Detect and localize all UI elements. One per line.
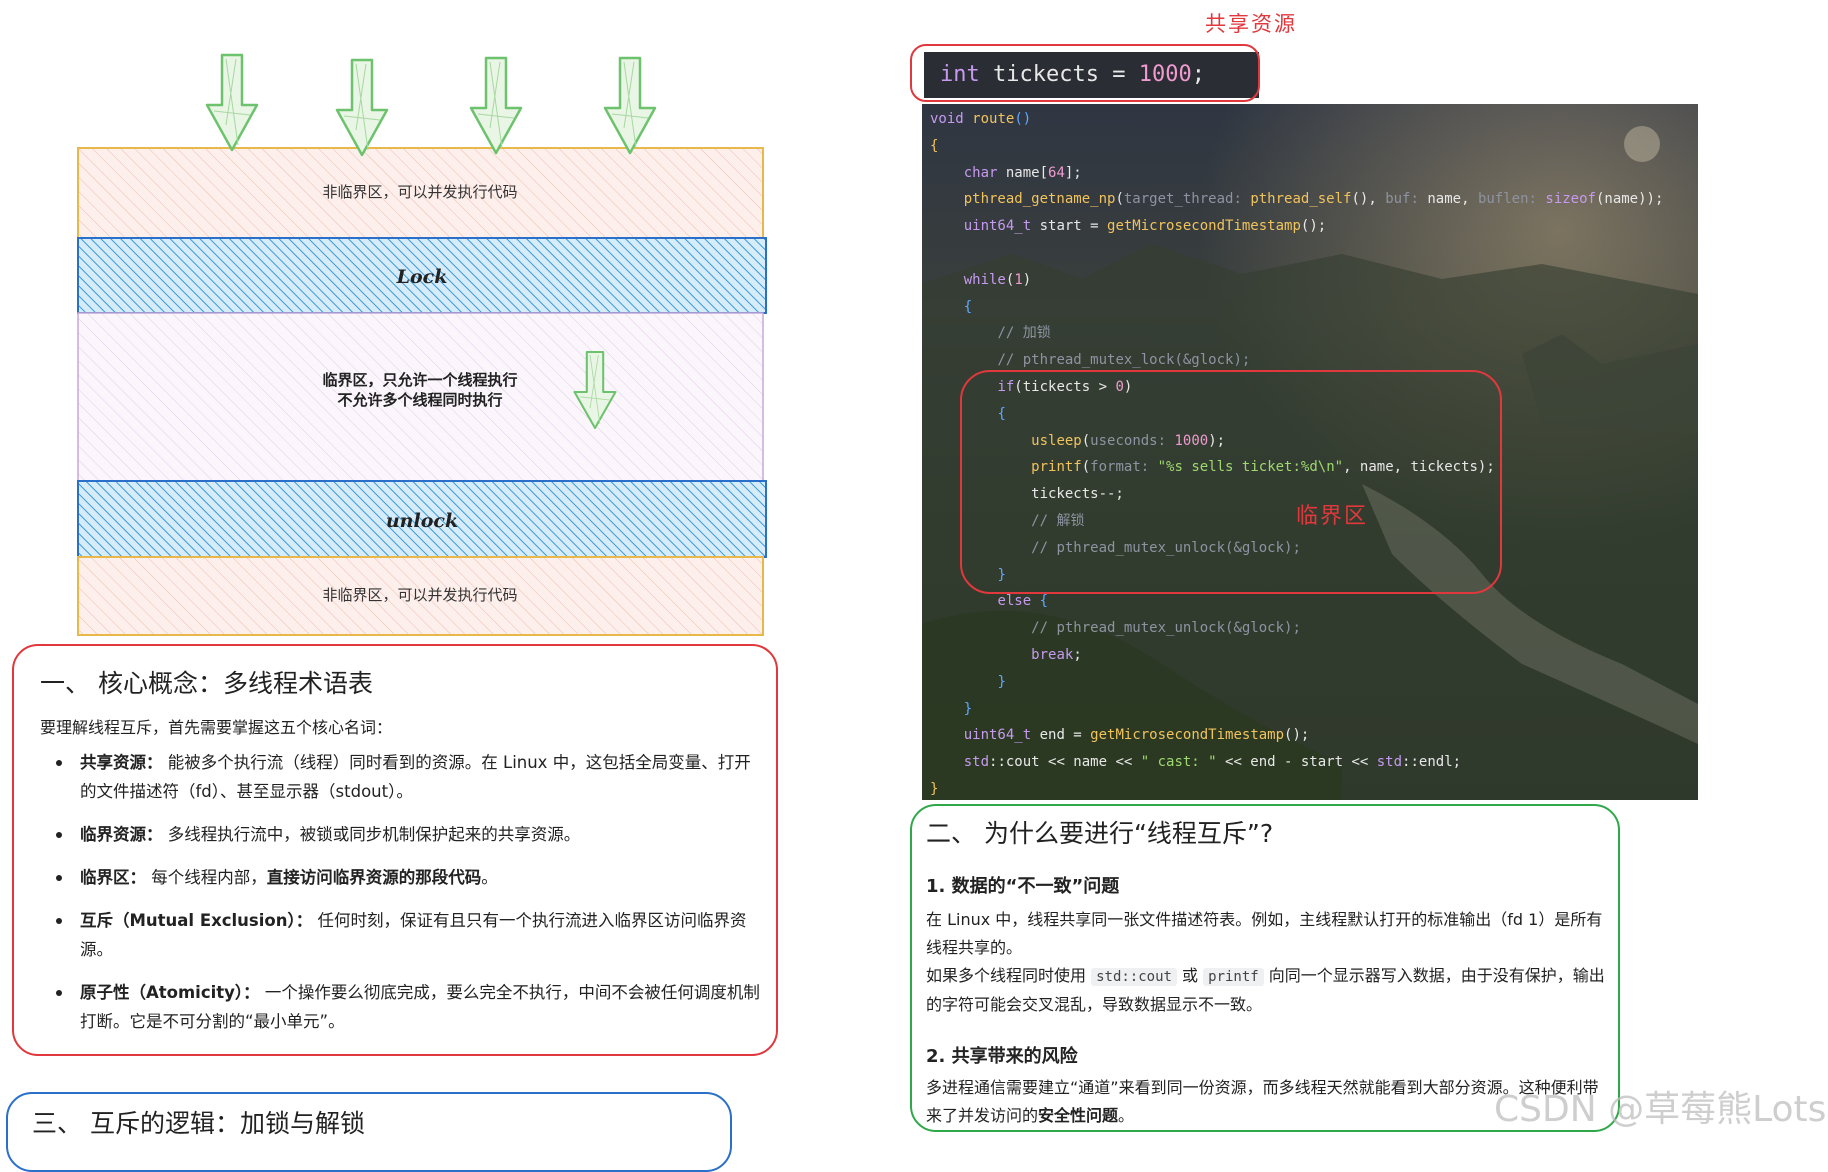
term-name: 临界资源： (80, 825, 163, 844)
term-desc-end: 。 (481, 868, 498, 887)
list-item: 共享资源： 能被多个执行流（线程）同时看到的资源。在 Linux 中，这包括全局… (40, 748, 760, 806)
critical-region-label-line1: 临界区，只允许一个线程执行 (322, 371, 517, 389)
section-why-mutex: 二、 为什么要进行“线程互斥”? 1. 数据的“不一致”问题 在 Linux 中… (910, 804, 1620, 1132)
inline-code-printf: printf (1203, 968, 1264, 986)
term-name: 共享资源： (80, 753, 163, 772)
critical-region-band (77, 312, 764, 482)
term-desc-bold: 直接访问临界资源的那段代码 (266, 868, 482, 887)
non-critical-bottom-band (77, 556, 764, 636)
term-desc: 多线程执行流中，被锁或同步机制保护起来的共享资源。 (167, 825, 581, 844)
code-editor-panel: void route() { char name[64]; pthread_ge… (922, 104, 1698, 800)
term-desc: 任何时刻，保证有且只有一个执行流进入临界区访问临界资源。 (80, 911, 747, 959)
thread-arrow-icon (335, 58, 389, 157)
critical-region-label-line2: 不允许多个线程同时执行 (337, 391, 502, 409)
unlock-label: unlock (386, 510, 458, 532)
section-core-concepts: 一、 核心概念：多线程术语表 要理解线程互斥，首先需要掌握这五个核心名词： 共享… (12, 644, 778, 1056)
section2-paragraph-3: 多进程通信需要建立“通道”来看到同一份资源，而多线程天然就能看到大部分资源。这种… (926, 1074, 1606, 1130)
thread-arrow-icon (603, 56, 657, 155)
term-desc: 每个线程内部， (151, 868, 267, 887)
list-item: 临界区： 每个线程内部，直接访问临界资源的那段代码。 (40, 863, 760, 892)
section1-intro: 要理解线程互斥，首先需要掌握这五个核心名词： (40, 718, 393, 737)
term-desc: 能被多个执行流（线程）同时看到的资源。在 Linux 中，这包括全局变量、打开的… (80, 753, 751, 801)
critical-section-highlight (960, 370, 1502, 594)
thread-arrow-icon (205, 53, 259, 152)
list-item: 临界资源： 多线程执行流中，被锁或同步机制保护起来的共享资源。 (40, 820, 760, 849)
p3-text-a: 多进程通信需要建立“通道”来看到同一份资源，而多线程天然就能看到大部分资源。这种… (926, 1078, 1599, 1125)
section2-heading-2: 2. 共享带来的风险 (926, 1046, 1078, 1067)
non-critical-bottom-label: 非临界区，可以并发执行代码 (322, 586, 517, 604)
section1-title: 一、 核心概念：多线程术语表 (40, 669, 373, 698)
non-critical-top-band (77, 147, 764, 239)
decl-name: tickects = (979, 62, 1139, 87)
csdn-watermark: CSDN @草莓熊Lotso (1494, 1089, 1828, 1130)
inline-code-cout: std::cout (1091, 968, 1177, 986)
decl-value: 1000 (1138, 62, 1192, 87)
decl-type: int (940, 62, 980, 87)
section2-heading-1: 1. 数据的“不一致”问题 (926, 876, 1120, 897)
p2-text-c: 向同一个显示器写入数据，由于没有保护，输出的字符可能会交叉混乱，导致数据显示不一… (926, 966, 1605, 1014)
section2-paragraph-2: 如果多个线程同时使用 std::cout 或 printf 向同一个显示器写入数… (926, 962, 1606, 1019)
term-name: 原子性（Atomicity）： (80, 983, 260, 1002)
critical-section-label: 临界区 (1296, 504, 1369, 529)
section3-title: 三、 互斥的逻辑：加锁与解锁 (32, 1109, 365, 1138)
lock-label: Lock (396, 266, 448, 288)
lock-band (77, 237, 767, 314)
section2-title: 二、 为什么要进行“线程互斥”? (926, 819, 1274, 848)
p2-text-a: 如果多个线程同时使用 (926, 966, 1092, 985)
terms-list: 共享资源： 能被多个执行流（线程）同时看到的资源。在 Linux 中，这包括全局… (40, 748, 760, 1050)
landscape-background (922, 126, 1698, 800)
term-desc: 一个操作要么彻底完成，要么完全不执行，中间不会被任何调度机制打断。它是不可分割的… (80, 983, 760, 1031)
shared-variable-declaration: int tickects = 1000; (924, 52, 1259, 98)
unlock-band (77, 480, 767, 558)
section-lock-logic: 三、 互斥的逻辑：加锁与解锁 (6, 1092, 732, 1172)
term-name: 互斥（Mutual Exclusion）： (80, 911, 313, 930)
p2-text-b: 或 (1176, 966, 1204, 985)
non-critical-top-label: 非临界区，可以并发执行代码 (322, 183, 517, 201)
shared-resource-highlight (910, 44, 1260, 102)
list-item: 原子性（Atomicity）： 一个操作要么彻底完成，要么完全不执行，中间不会被… (40, 978, 760, 1036)
p3-text-end: 。 (1118, 1106, 1135, 1125)
code-lines: void route() { char name[64]; pthread_ge… (930, 111, 1664, 797)
thread-arrow-icon (469, 56, 523, 155)
shared-resource-label: 共享资源 (1205, 12, 1297, 36)
decl-end: ; (1191, 62, 1205, 87)
p3-text-bold: 安全性问题 (1038, 1106, 1119, 1125)
term-name: 临界区： (80, 868, 146, 887)
list-item: 互斥（Mutual Exclusion）： 任何时刻，保证有且只有一个执行流进入… (40, 906, 760, 964)
section2-paragraph-1: 在 Linux 中，线程共享同一张文件描述符表。例如，主线程默认打开的标准输出（… (926, 910, 1603, 957)
critical-section-diagram: 非临界区，可以并发执行代码 Lock 临界区，只允许一个线程执行 不允许多个线程… (77, 53, 767, 636)
